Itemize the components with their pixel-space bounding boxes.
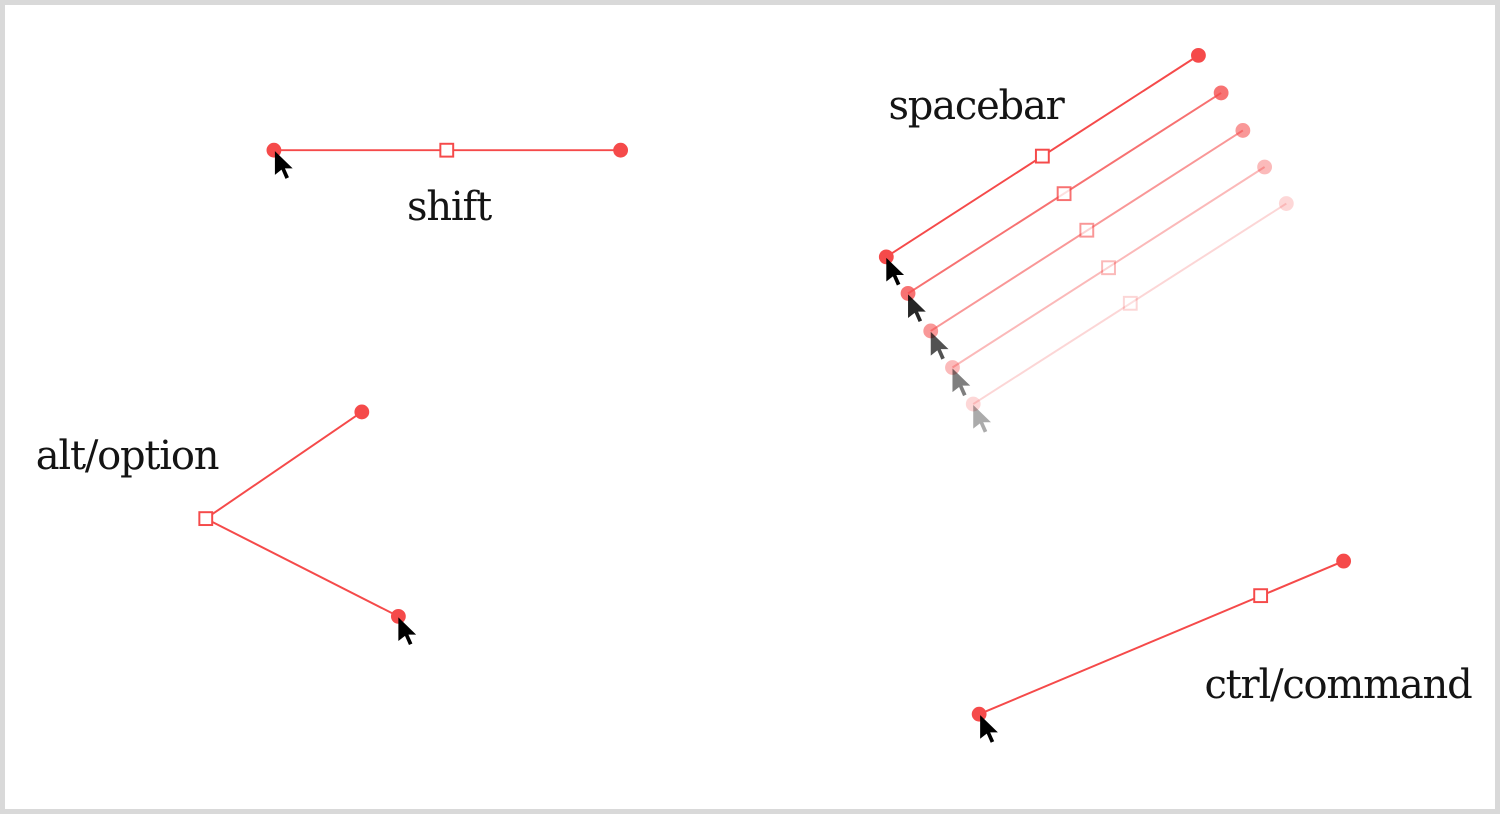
path-segment-line <box>978 560 1344 716</box>
path-segment-line <box>205 411 363 520</box>
anchor-endpoint-dot <box>1235 123 1251 138</box>
label-spacebar: spacebar <box>888 83 1064 129</box>
midpoint-handle-square <box>1034 148 1050 164</box>
anchor-endpoint-dot <box>1191 47 1206 63</box>
shift-group <box>266 142 629 179</box>
anchor-endpoint-dot <box>965 396 981 412</box>
midpoint-handle-square <box>1122 295 1138 311</box>
mouse-cursor-icon <box>908 294 926 323</box>
midpoint-handle-square <box>1253 588 1269 604</box>
midpoint-handle-square <box>439 142 455 158</box>
anchor-endpoint-dot <box>900 286 916 301</box>
mouse-cursor-icon <box>952 368 971 397</box>
anchor-endpoint-dot <box>1336 553 1352 569</box>
spacebar-group <box>878 47 1294 433</box>
label-ctrl-command: ctrl/command <box>1204 662 1472 708</box>
anchor-endpoint-dot <box>613 142 629 158</box>
mouse-cursor-icon <box>930 331 949 360</box>
anchor-endpoint-dot <box>923 323 939 339</box>
anchor-endpoint-dot <box>1278 196 1294 211</box>
midpoint-handle-square <box>1056 186 1072 202</box>
anchor-endpoint-dot <box>945 360 960 375</box>
mouse-cursor-icon <box>274 151 293 179</box>
label-alt-option: alt/option <box>35 433 220 479</box>
ctrl-command-group <box>971 553 1352 743</box>
anchor-endpoint-dot <box>354 404 370 420</box>
midpoint-handle-square <box>1079 222 1095 238</box>
anchor-endpoint-dot <box>878 249 894 265</box>
path-segment-line <box>972 202 1287 405</box>
mouse-cursor-icon <box>973 405 991 433</box>
mouse-cursor-icon <box>980 715 998 743</box>
mouse-cursor-icon <box>398 617 417 646</box>
anchor-endpoint-dot <box>1257 159 1273 175</box>
midpoint-handle-square <box>198 511 214 527</box>
alt-option-group <box>198 404 417 646</box>
diagram-svg <box>198 47 1352 743</box>
label-shift: shift <box>407 184 492 230</box>
path-segment-line <box>951 166 1266 369</box>
anchor-endpoint-dot <box>390 608 406 624</box>
path-segment-line <box>205 517 399 618</box>
mouse-cursor-icon <box>886 257 905 286</box>
anchor-endpoint-dot <box>1213 85 1229 101</box>
midpoint-handle-square <box>1101 260 1116 276</box>
